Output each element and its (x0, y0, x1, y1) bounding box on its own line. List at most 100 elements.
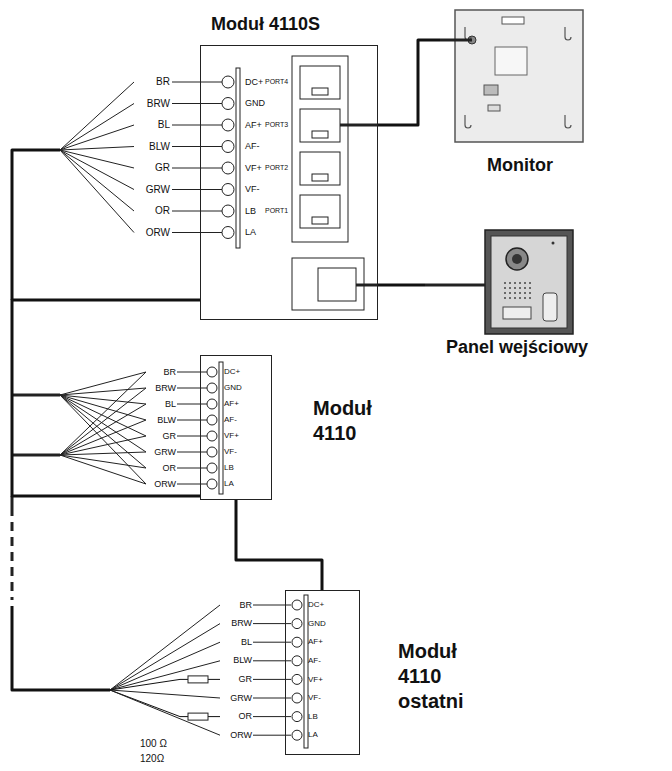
screw-terminal (222, 162, 234, 174)
screw-terminal (207, 447, 217, 457)
rj45-socket (300, 152, 340, 185)
screw-terminal (222, 98, 234, 110)
utp-cable (440, 39, 472, 42)
module-box: Moduł 4110S (200, 45, 378, 320)
speaker-hole (504, 297, 506, 299)
monitor-device: Monitor (440, 5, 600, 183)
fan-wire (60, 372, 146, 455)
speaker-hole (529, 282, 531, 284)
screw-terminal (222, 76, 234, 88)
screw-terminal (222, 184, 234, 196)
wire-color-label: GRW (136, 184, 170, 196)
resistor-value: 100 Ω (140, 738, 167, 750)
pin-name: VF+ (308, 675, 323, 685)
screw-terminal (207, 431, 217, 441)
screw-terminal (292, 712, 302, 722)
fan-wire (60, 420, 146, 455)
fan-wire (60, 395, 146, 404)
cable-line (12, 300, 200, 496)
screw-terminal (292, 674, 302, 684)
port-block (292, 258, 364, 310)
pin-name: AF- (308, 656, 321, 666)
name-plate (503, 307, 531, 319)
pin-name: LA (308, 730, 318, 740)
pin-name: AF+ (224, 399, 239, 409)
monitor-mount (495, 47, 527, 75)
wire-color-label: GR (148, 431, 176, 442)
leader-wire (177, 484, 207, 485)
port-block (292, 56, 348, 242)
utp-cable (340, 124, 378, 127)
wire-color-label: BLW (136, 141, 170, 153)
screw-terminal (292, 730, 302, 740)
speaker-hole (519, 282, 521, 284)
fan-wire (60, 395, 146, 468)
pin-name: DC+ (245, 77, 263, 88)
pin-name: VF+ (245, 163, 262, 174)
pin-name: GND (308, 619, 326, 629)
speaker-hole (514, 297, 516, 299)
speaker-hole (514, 282, 516, 284)
node-title: Monitor (487, 155, 553, 177)
rj45-latch (312, 88, 328, 95)
resistor-value: 120Ω (140, 753, 164, 765)
rj45-socket (318, 268, 356, 301)
port-name: PORT3 (265, 121, 288, 129)
terminal-strip (304, 595, 308, 748)
leader-wire (172, 189, 222, 190)
leader-wire (172, 82, 222, 83)
fan-wire (60, 395, 146, 452)
mounting-hook (465, 27, 471, 40)
leader-wire (172, 103, 222, 104)
fan-wire (110, 605, 220, 690)
fan-wire (60, 452, 146, 455)
leader-wire (177, 388, 207, 389)
port-name: PORT1 (265, 207, 288, 215)
leader-wire (177, 468, 207, 469)
speaker-hole (509, 287, 511, 289)
fan-wire (60, 455, 146, 468)
screw-terminal (207, 399, 217, 409)
fan-wire (60, 150, 134, 233)
mounting-hook (565, 115, 571, 128)
screw-terminal (222, 141, 234, 153)
speaker-hole (524, 297, 526, 299)
node-title: Panel wejściowy (446, 337, 588, 359)
pin-name: VF+ (224, 431, 239, 441)
fan-wire (60, 388, 146, 395)
bus-cable (12, 394, 60, 397)
screw-terminal (222, 227, 234, 239)
wire-color-label: GR (222, 674, 252, 685)
wire-color-label: GR (136, 162, 170, 174)
speaker-hole (514, 287, 516, 289)
wire-color-label: ORW (148, 479, 176, 490)
speaker-hole (504, 282, 506, 284)
screw-terminal (207, 479, 217, 489)
cable-connector (378, 40, 440, 125)
monitor-back (455, 10, 583, 142)
monitor-connector (484, 85, 498, 95)
call-button (543, 293, 557, 321)
node-title: Moduł 4110S (211, 14, 320, 36)
fan-wire (60, 395, 146, 436)
screw-terminal (292, 656, 302, 666)
speaker-hole (519, 287, 521, 289)
terminal-strip (219, 362, 223, 494)
fan-wire (60, 147, 134, 151)
fan-wire (110, 624, 220, 690)
terminal-strip (236, 68, 240, 248)
cable-line (378, 40, 440, 125)
leader-wire (177, 404, 207, 405)
port-name: PORT2 (265, 164, 288, 172)
speaker-hole (509, 292, 511, 294)
pin-name: LA (224, 479, 234, 489)
monitor-label-plate (502, 17, 524, 24)
monitor-switch (488, 105, 500, 111)
pin-name: LA (245, 227, 256, 238)
speaker-hole (529, 297, 531, 299)
cable-connector (236, 500, 322, 590)
pin-name: VF- (245, 184, 260, 195)
fan-wire (60, 455, 146, 484)
cable-connector (12, 300, 200, 496)
